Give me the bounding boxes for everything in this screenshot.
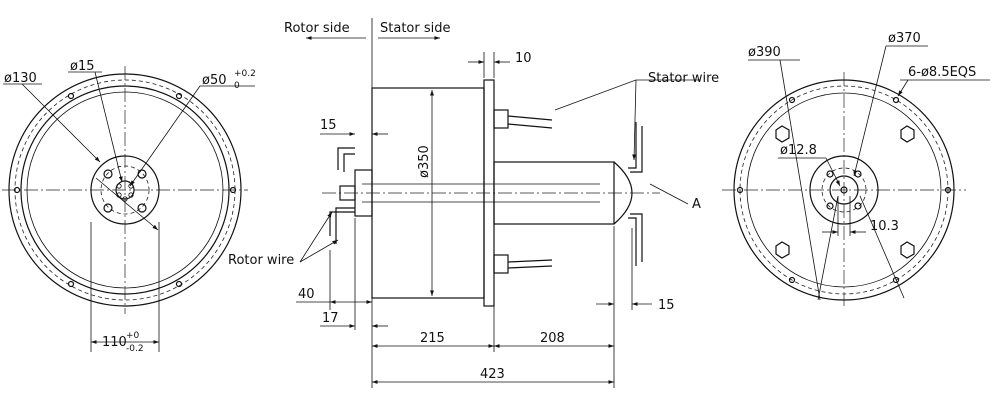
bolt-hole <box>67 92 75 100</box>
stator-wire-top <box>507 123 553 129</box>
stator-side-label: Stator side <box>380 21 450 36</box>
rear-hub-hole <box>826 170 834 178</box>
rear-dim-holes: 6-ø8.5EQS <box>908 65 976 80</box>
front-view <box>2 66 255 352</box>
front-dim-50-tol-lower: 0 <box>234 81 240 91</box>
detail-a-leader <box>649 183 689 205</box>
stator-wire-end <box>628 217 637 266</box>
leader-lower <box>817 195 839 301</box>
rotor-wire-label: Rotor wire <box>228 253 294 268</box>
rear-view <box>722 45 990 308</box>
rear-bolt-hole <box>892 276 900 284</box>
wire-dot <box>122 196 128 202</box>
side-dim-17: 17 <box>322 311 339 326</box>
rotor-wire <box>337 147 355 170</box>
stator-wire-leader <box>554 79 637 111</box>
rotor-wire-leader <box>299 211 333 263</box>
rear-bolt-hole <box>788 276 796 284</box>
rotor-wire <box>335 207 355 244</box>
side-dim-40: 40 <box>298 287 315 302</box>
bolt-hole <box>13 186 21 194</box>
rear-bolt-hole <box>788 96 796 104</box>
bolt-hole <box>175 280 183 288</box>
stator-gland <box>493 109 509 129</box>
hex-nut <box>900 241 915 259</box>
leader-15 <box>94 71 123 183</box>
stator-wire-bottom <box>507 259 553 263</box>
side-dim-208: 208 <box>540 331 565 346</box>
leader-50b <box>95 177 159 231</box>
hub-hole <box>137 203 147 213</box>
bolt-hole <box>229 186 237 194</box>
hex-nut <box>775 241 790 259</box>
bolt-hole <box>175 92 183 100</box>
wire-dot <box>128 192 134 198</box>
side-dim-215: 215 <box>420 331 445 346</box>
side-dim-15-top: 15 <box>320 118 337 133</box>
rear-dim-370: ø370 <box>888 31 921 46</box>
stator-wire-end <box>628 122 637 169</box>
rear-hub-hole <box>854 170 862 178</box>
side-dim-423: 423 <box>480 367 505 382</box>
stator-wire-leader <box>632 79 637 161</box>
stator-wire-end <box>630 126 643 173</box>
rear-hub-hole <box>826 202 834 210</box>
front-dim-15: ø15 <box>70 59 95 74</box>
front-dim-130: ø130 <box>4 71 37 86</box>
hex-nut <box>775 125 790 143</box>
hub-hole <box>103 169 113 179</box>
side-view <box>296 18 700 388</box>
hub-hole <box>137 169 147 179</box>
rotor-wire <box>343 153 355 172</box>
stator-wire-top <box>507 115 553 121</box>
rotor-wire <box>329 211 355 236</box>
rotor-side-label: Rotor side <box>284 21 350 36</box>
front-dim-50-tol-upper: +0.2 <box>234 69 256 79</box>
rear-dim-10-3: 10.3 <box>870 219 899 234</box>
rear-dim-390: ø390 <box>748 45 781 60</box>
rear-center-hole <box>840 186 848 194</box>
wire-dot <box>116 183 122 189</box>
leader-370 <box>853 45 887 177</box>
bolt-hole <box>67 280 75 288</box>
leader-130 <box>21 83 101 163</box>
side-dim-350: ø350 <box>417 145 432 178</box>
leader-390 <box>779 59 821 301</box>
leader-lower <box>859 195 905 299</box>
rear-bolt-hole <box>892 96 900 104</box>
stator-wire-end <box>630 213 643 262</box>
side-dim-15-right: 15 <box>658 298 675 313</box>
leader-50 <box>129 85 201 187</box>
leader-holes <box>897 79 909 97</box>
hex-nut <box>900 125 915 143</box>
side-dim-10: 10 <box>515 51 532 66</box>
stator-wire-label: Stator wire <box>648 71 719 86</box>
leader-12-8 <box>825 157 841 187</box>
rear-dim-12-8: ø12.8 <box>780 143 817 158</box>
detail-a-label: A <box>692 197 701 212</box>
hub-hole <box>103 203 113 213</box>
front-dim-110: 110 <box>102 335 127 350</box>
stator-wire-bottom <box>507 265 553 269</box>
rear-bolt-hole <box>944 186 952 194</box>
rear-hub-hole <box>854 202 862 210</box>
front-dim-110-tol-lower: -0.2 <box>126 344 144 354</box>
stator-gland <box>493 254 509 274</box>
rotor-wire-leader <box>299 239 339 263</box>
front-dim-50: ø50 <box>202 73 227 88</box>
front-dim-110-tol-upper: +0 <box>126 331 140 341</box>
rear-bolt-hole <box>736 186 744 194</box>
